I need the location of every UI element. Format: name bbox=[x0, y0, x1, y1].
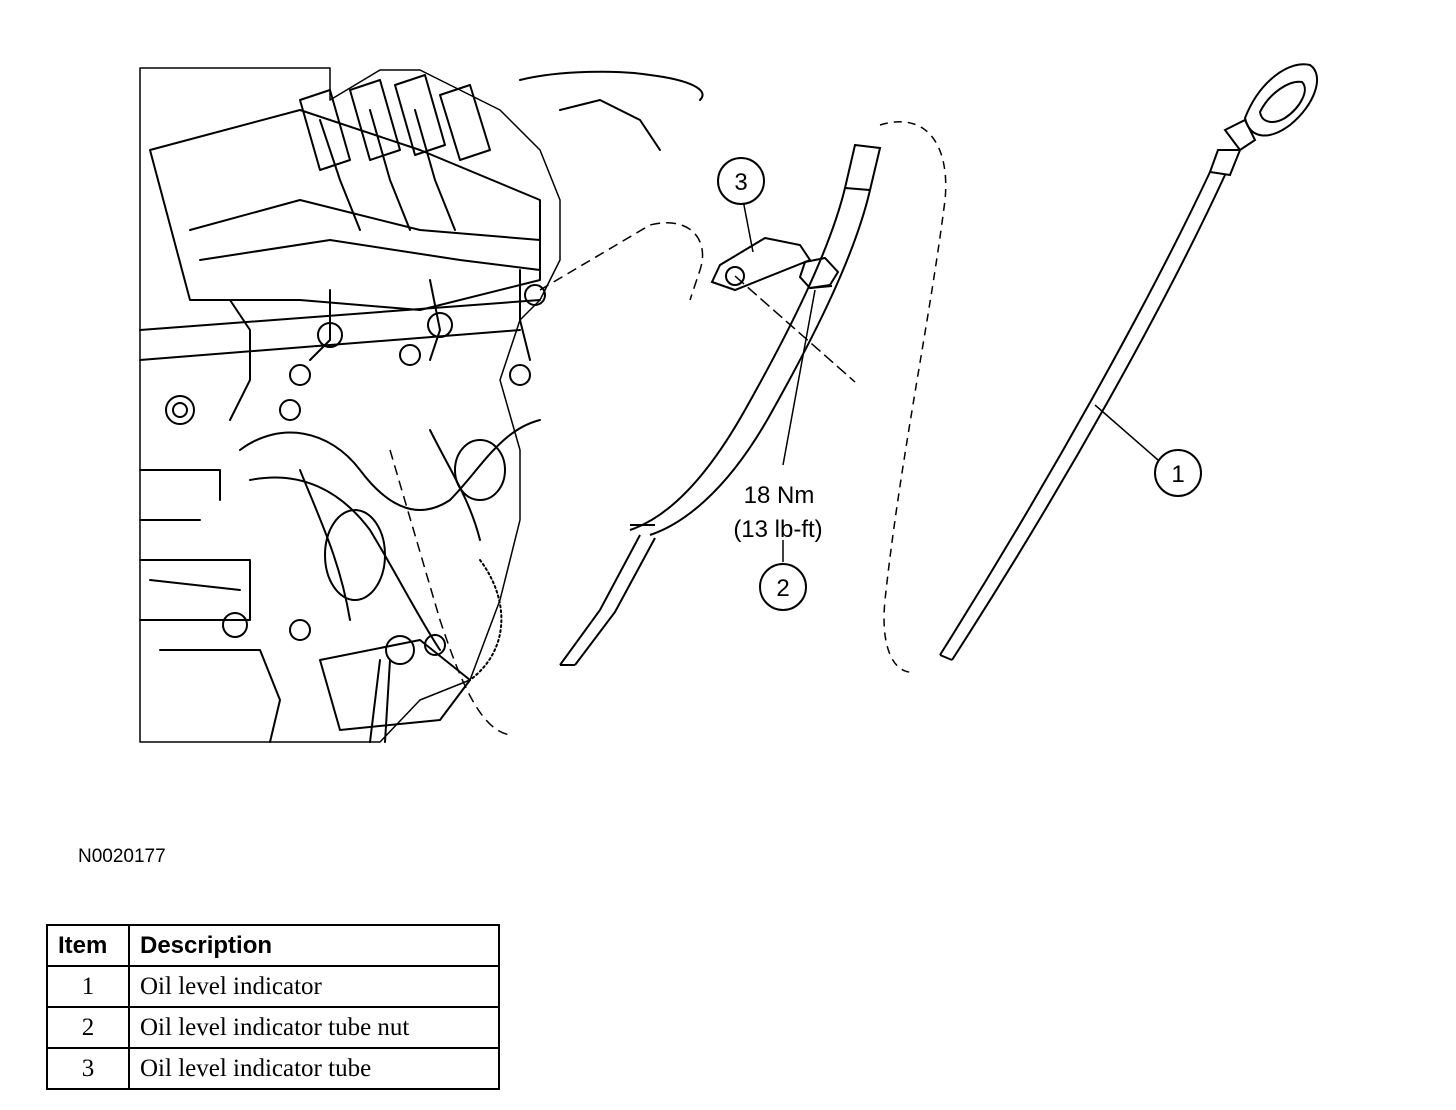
legend-item-number: 3 bbox=[46, 1047, 130, 1090]
legend-item-number: 2 bbox=[46, 1006, 130, 1049]
tube-lower-dashed-line bbox=[389, 449, 511, 736]
callout-2-leader-upper bbox=[782, 289, 816, 466]
dipstick-install-dashed-line bbox=[879, 121, 947, 673]
table-row: 2 Oil level indicator tube nut bbox=[46, 1006, 500, 1049]
legend-item-description: Oil level indicator bbox=[128, 965, 500, 1008]
tube-nut-drawing bbox=[798, 256, 840, 290]
callout-3: 3 bbox=[717, 157, 765, 205]
callout-1-leader bbox=[1094, 404, 1159, 461]
legend-header-description: Description bbox=[128, 924, 500, 967]
callout-2: 2 bbox=[759, 563, 807, 611]
oil-level-indicator-tube bbox=[559, 143, 882, 666]
torque-imperial: (13 lb-ft) bbox=[733, 516, 822, 543]
legend-header-row: Item Description bbox=[46, 924, 500, 967]
callout-1: 1 bbox=[1154, 449, 1202, 497]
torque-metric: 18 Nm bbox=[744, 482, 815, 509]
svg-text:3: 3 bbox=[734, 169, 747, 196]
figure-id: N0020177 bbox=[78, 846, 166, 867]
table-row: 3 Oil level indicator tube bbox=[46, 1047, 500, 1090]
legend-header-item: Item bbox=[46, 924, 130, 967]
oil-level-indicator-dipstick bbox=[939, 63, 1319, 661]
nut-alignment-line bbox=[734, 275, 856, 383]
legend-table: Item Description 1 Oil level indicator 2… bbox=[46, 924, 500, 1090]
legend-item-description: Oil level indicator tube bbox=[128, 1047, 500, 1090]
engine-illustration: 1 2 3 18 Nm (13 lb-ft) bbox=[139, 63, 1319, 743]
engine-block-drawing bbox=[139, 67, 704, 743]
table-row: 1 Oil level indicator bbox=[46, 965, 500, 1008]
tube-routing-dashed-line bbox=[539, 222, 704, 301]
svg-text:2: 2 bbox=[776, 575, 789, 602]
callout-3-leader bbox=[742, 199, 754, 253]
svg-text:1: 1 bbox=[1171, 461, 1184, 488]
legend-item-description: Oil level indicator tube nut bbox=[128, 1006, 500, 1049]
legend-item-number: 1 bbox=[46, 965, 130, 1008]
